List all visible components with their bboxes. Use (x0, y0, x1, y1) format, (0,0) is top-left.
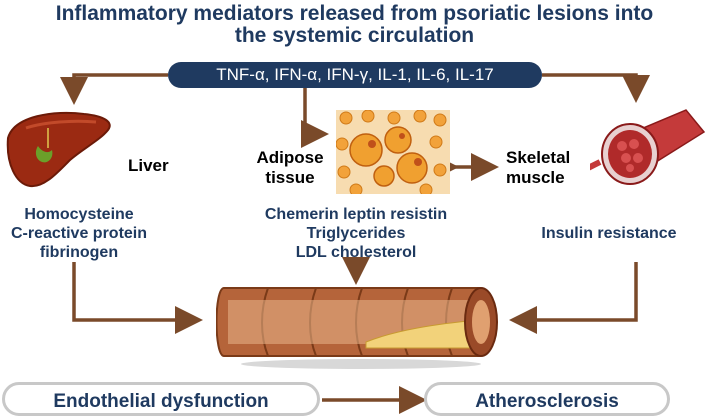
adipose-label-line1: Adipose (256, 148, 324, 167)
arrow-to-muscle (542, 73, 650, 103)
diagram-title-line2: the systemic circulation (234, 24, 475, 47)
muscle-label-line2: muscle (506, 168, 565, 187)
liver-effect-3: fibrinogen (39, 244, 119, 261)
liver-illustration (6, 111, 111, 188)
arrow-to-liver (60, 73, 168, 105)
adipose-label-line2: tissue (265, 168, 315, 187)
liver-label: Liver (128, 156, 169, 175)
liver-effect-1: Homocysteine (24, 206, 134, 223)
arrow-liver-to-vessel (72, 262, 203, 334)
muscle-illustration (590, 109, 706, 185)
adipose-effect-2: Triglycerides (306, 225, 406, 242)
adipose-effect-1: Chemerin leptin resistin (264, 206, 448, 223)
diagram-title-line1: Inflammatory mediators released from pso… (55, 2, 654, 25)
liver-effect-2: C-reactive protein (10, 225, 148, 242)
mediators-box: TNF-α, IFN-α, IFN-γ, IL-1, IL-6, IL-17 (168, 62, 542, 88)
arrow-muscle-to-vessel (509, 262, 638, 334)
adipose-illustration (336, 110, 450, 194)
muscle-label-line1: Skeletal (506, 148, 571, 167)
adipose-effect-3: LDL cholesterol (295, 244, 417, 261)
endothelial-dysfunction-box: Endothelial dysfunction (2, 382, 320, 416)
arrow-to-adipose (301, 88, 329, 148)
artery-illustration (216, 287, 498, 369)
atherosclerosis-box: Atherosclerosis (424, 382, 670, 416)
muscle-effect-1: Insulin resistance (541, 225, 677, 242)
